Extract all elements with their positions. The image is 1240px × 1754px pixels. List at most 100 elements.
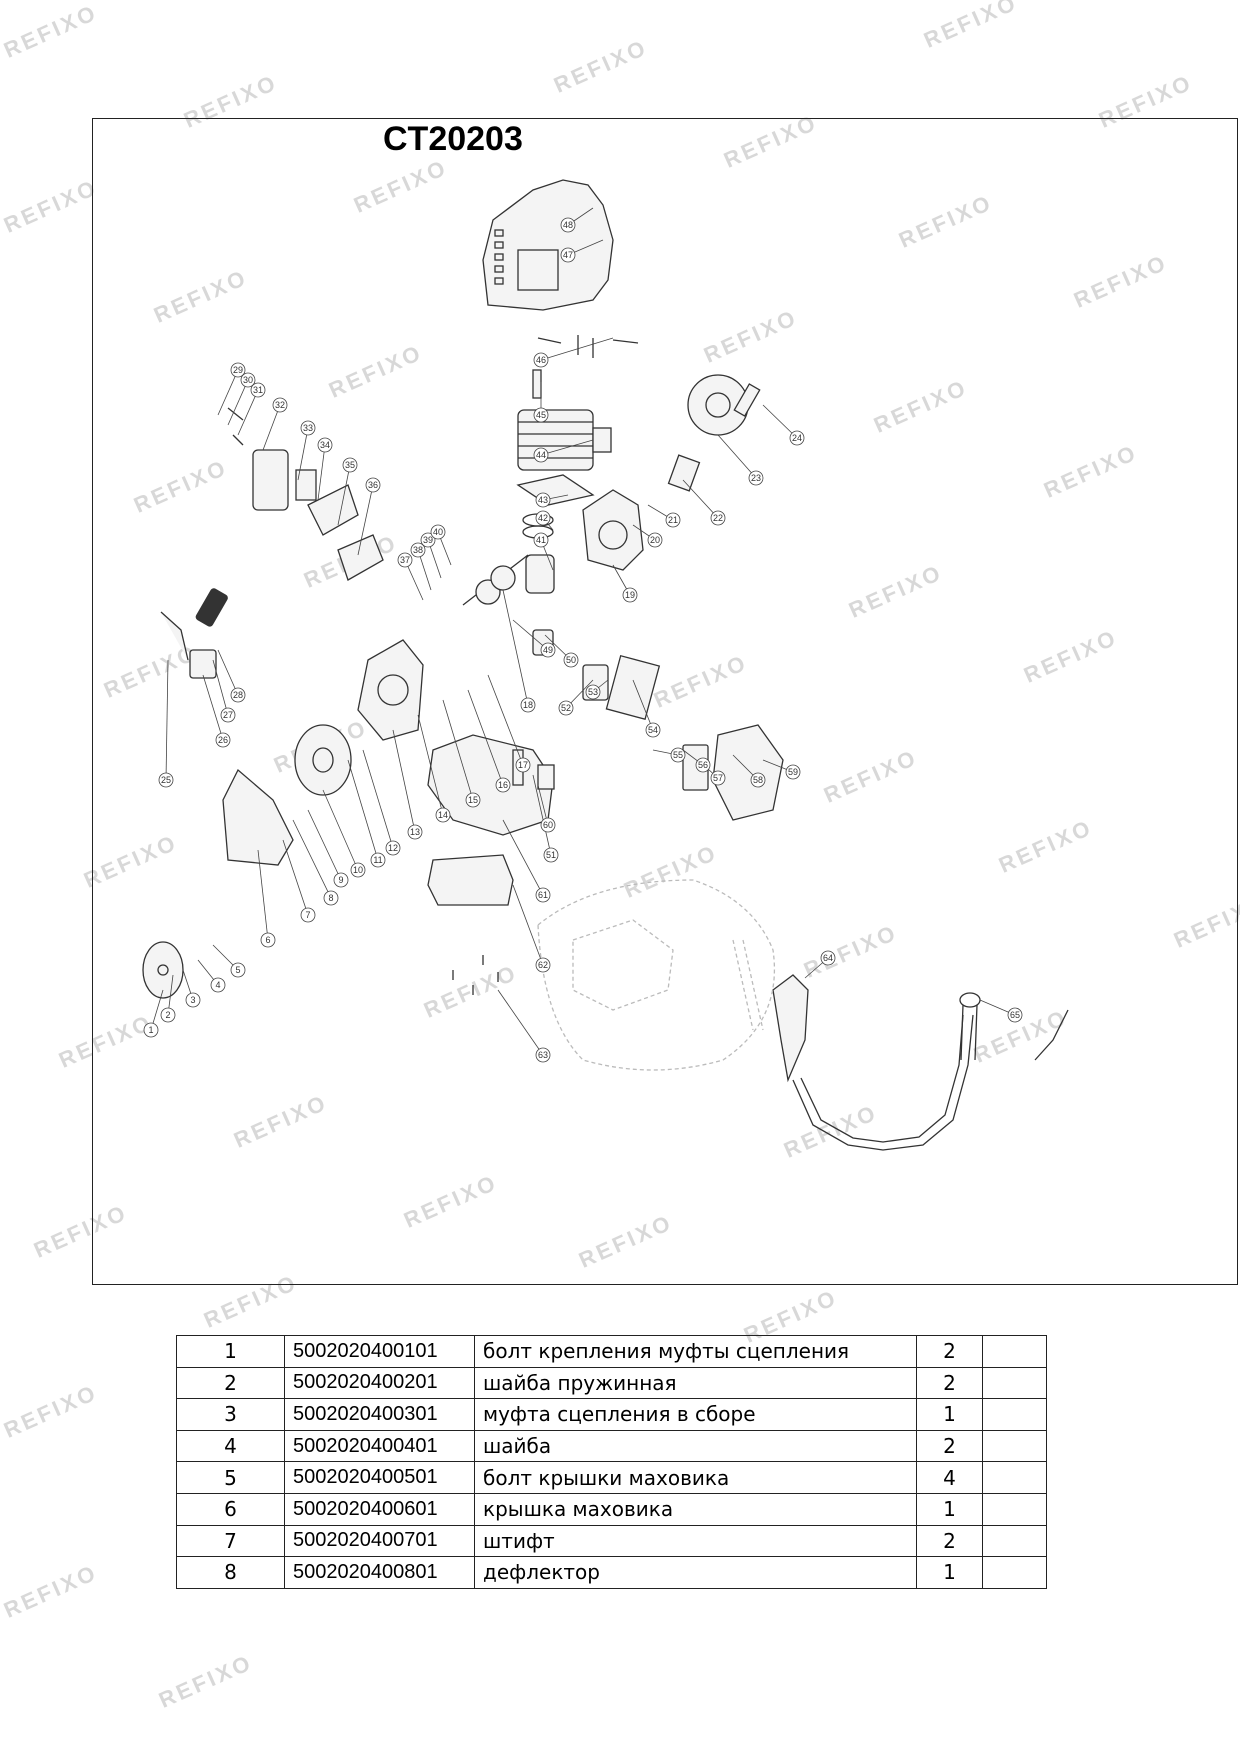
callout-circle <box>560 217 576 233</box>
callout-circle <box>317 437 333 453</box>
part-extra-cell <box>982 1461 1047 1494</box>
callout-label: 52 <box>561 703 571 713</box>
callout-circle <box>350 862 366 878</box>
part-number-cell: 2 <box>176 1366 285 1400</box>
callout-label: 30 <box>243 375 253 385</box>
callout-leader <box>512 884 544 966</box>
callout-label: 27 <box>223 710 233 720</box>
callout-circle <box>260 932 276 948</box>
callout-label: 40 <box>433 527 443 537</box>
callout-circle <box>645 722 661 738</box>
part-name-cell: болт крепления муфты сцепления <box>474 1335 917 1368</box>
callout-label: 57 <box>713 773 723 783</box>
callout-circle <box>300 907 316 923</box>
callout-9: 9 <box>333 872 349 888</box>
callout-leader <box>540 337 614 361</box>
watermark: REFIXO <box>0 0 102 63</box>
callout-25: 25 <box>158 772 174 788</box>
callout-leader <box>282 839 309 916</box>
callout-circle <box>622 587 638 603</box>
watermark: REFIXO <box>0 174 102 238</box>
callout-circle <box>695 757 711 773</box>
callout-label: 51 <box>546 850 556 860</box>
callout-circle <box>333 872 349 888</box>
callout-label: 22 <box>713 513 723 523</box>
part-name-cell: болт крышки маховика <box>474 1461 917 1494</box>
callout-circle <box>533 532 549 548</box>
callout-52: 52 <box>558 700 574 716</box>
callout-19: 19 <box>622 587 638 603</box>
callout-label: 45 <box>536 410 546 420</box>
clutch-assembly <box>142 941 184 999</box>
callout-circle <box>230 962 246 978</box>
callout-circle <box>710 770 726 786</box>
callout-circle <box>748 470 764 486</box>
callout-circle <box>540 817 556 833</box>
callout-circle <box>535 1047 551 1063</box>
part-number-cell: 1 <box>176 1335 285 1368</box>
assembly-outline <box>537 879 776 1071</box>
cylinder <box>517 409 612 471</box>
callout-leader <box>497 989 544 1056</box>
callout-label: 44 <box>536 450 546 460</box>
callout-63: 63 <box>535 1047 551 1063</box>
callout-3: 3 <box>185 992 201 1008</box>
part-qty-cell: 1 <box>916 1492 983 1526</box>
callout-leader <box>762 404 798 439</box>
callout-leader <box>237 389 259 436</box>
callout-leader <box>347 759 379 861</box>
part-number-cell: 6 <box>176 1492 285 1526</box>
part-extra-cell <box>982 1524 1047 1558</box>
callout-circle <box>533 447 549 463</box>
callout-60: 60 <box>540 817 556 833</box>
callout-20: 20 <box>647 532 663 548</box>
callout-circle <box>185 992 201 1008</box>
callout-6: 6 <box>260 932 276 948</box>
callout-label: 7 <box>305 910 310 920</box>
callout-label: 63 <box>538 1050 548 1060</box>
callout-label: 55 <box>673 750 683 760</box>
callout-circle <box>385 840 401 856</box>
callout-1: 1 <box>143 1022 159 1038</box>
callout-label: 59 <box>788 767 798 777</box>
callout-label: 35 <box>345 460 355 470</box>
flywheel <box>294 724 352 796</box>
callout-label: 54 <box>648 725 658 735</box>
callout-circle <box>535 492 551 508</box>
callout-label: 15 <box>468 795 478 805</box>
callout-15: 15 <box>465 792 481 808</box>
part-code-cell: 5002020400501 <box>284 1461 475 1494</box>
callout-label: 56 <box>698 760 708 770</box>
callout-label: 5 <box>235 965 240 975</box>
callout-17: 17 <box>515 757 531 773</box>
callout-label: 42 <box>538 513 548 523</box>
callout-48: 48 <box>560 217 576 233</box>
callout-56: 56 <box>695 757 711 773</box>
callout-circle <box>407 824 423 840</box>
callout-circle <box>543 847 559 863</box>
callout-label: 19 <box>625 590 635 600</box>
diagram-frame <box>92 118 1238 1285</box>
callout-44: 44 <box>533 447 549 463</box>
callout-label: 48 <box>563 220 573 230</box>
callout-39: 39 <box>420 532 436 548</box>
part-qty-cell: 4 <box>916 1461 983 1494</box>
callout-leader <box>337 464 351 526</box>
callout-46: 46 <box>533 352 549 368</box>
tank-screws <box>452 955 499 995</box>
callout-circle <box>533 352 549 368</box>
air-filter <box>682 724 784 821</box>
callout-circle <box>495 777 511 793</box>
callout-label: 25 <box>161 775 171 785</box>
callout-leader <box>322 789 359 871</box>
part-code-cell: 5002020400101 <box>284 1335 475 1368</box>
callout-35: 35 <box>342 457 358 473</box>
callout-24: 24 <box>789 430 805 446</box>
callout-label: 14 <box>438 810 448 820</box>
callout-10: 10 <box>350 862 366 878</box>
callout-circle <box>342 457 358 473</box>
crankcase-left <box>357 639 424 741</box>
callout-label: 26 <box>218 735 228 745</box>
